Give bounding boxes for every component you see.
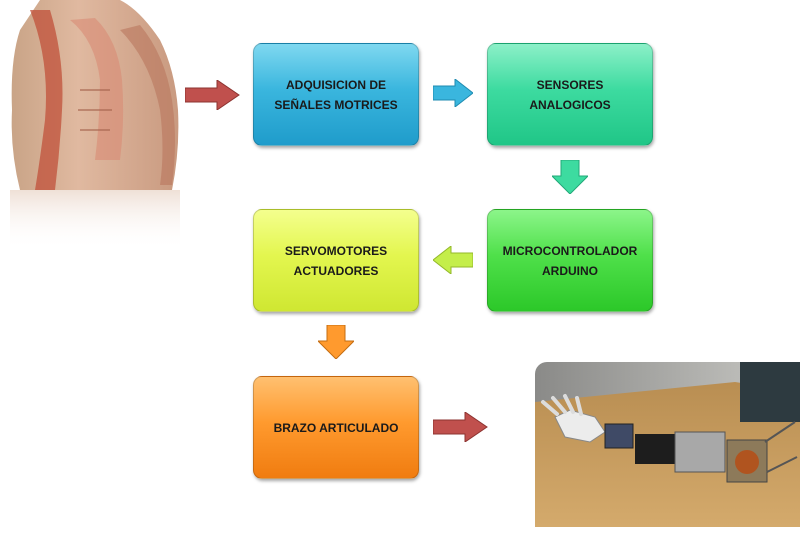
node-adquisicion-label: ADQUISICION DE SEÑALES MOTRICES (254, 75, 418, 115)
right-arrow-icon (185, 80, 240, 110)
node-micro: MICROCONTROLADOR ARDUINO (487, 209, 653, 312)
node-servo-label: SERVOMOTORES ACTUADORES (254, 241, 418, 281)
human-torso-image (0, 0, 190, 250)
node-brazo: BRAZO ARTICULADO (253, 376, 419, 479)
node-adquisicion: ADQUISICION DE SEÑALES MOTRICES (253, 43, 419, 146)
node-servo: SERVOMOTORES ACTUADORES (253, 209, 419, 312)
down-arrow-icon (552, 160, 588, 194)
right-arrow-icon (433, 79, 473, 107)
left-arrow-icon (433, 246, 473, 274)
node-sensores-label: SENSORES ANALOGICOS (488, 75, 652, 115)
right-arrow-icon (433, 412, 488, 442)
node-brazo-label: BRAZO ARTICULADO (266, 418, 407, 438)
node-micro-label: MICROCONTROLADOR ARDUINO (488, 241, 652, 281)
robotic-arm-image (535, 362, 800, 527)
down-arrow-icon (318, 325, 354, 359)
node-sensores: SENSORES ANALOGICOS (487, 43, 653, 146)
